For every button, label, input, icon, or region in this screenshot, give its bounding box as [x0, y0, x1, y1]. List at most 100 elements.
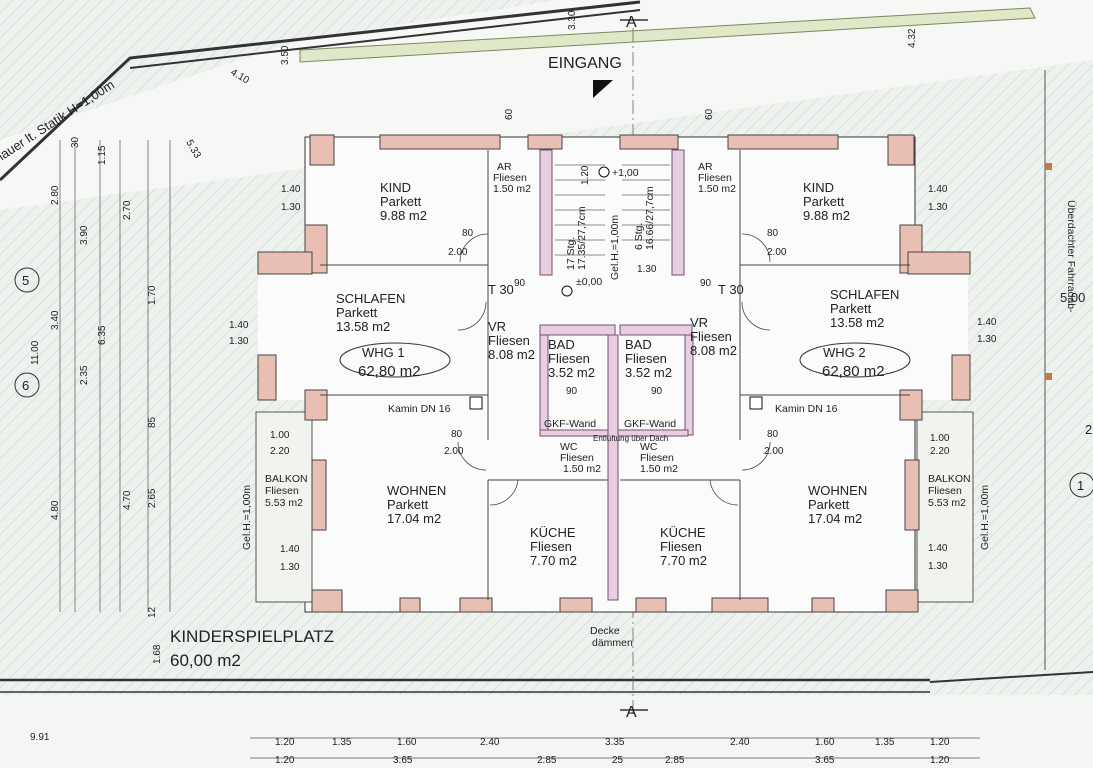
dim-top-3-50: 3.50: [280, 45, 291, 65]
dim-80-b: 80: [767, 228, 779, 239]
axis-1-circle: [1069, 472, 1093, 498]
dim-4-80-left: 4.80: [50, 500, 61, 520]
dim-1-30-a: 1.30: [281, 202, 301, 213]
dim-bottom-1-35-b: 1.35: [875, 737, 895, 748]
whg1-bad-floor: Fliesen: [548, 351, 590, 366]
ceiling-note-1: Decke: [590, 625, 620, 637]
dim-1-00-a: 1.00: [270, 430, 290, 441]
dim-bottom-3-35: 3.35: [605, 737, 625, 748]
playground-area: 60,00 m2: [170, 651, 241, 670]
dim-2-00-d: 2.00: [764, 446, 784, 457]
dim-1-70-left: 1.70: [147, 285, 158, 305]
apartment-2: KIND Parkett 9.88 m2 AR Fliesen 1.50 m2 …: [624, 161, 991, 568]
whg2-balkon-area: 5.53 m2: [928, 497, 966, 509]
distance-5-00: 5.00: [1060, 290, 1085, 305]
dim-3-40-left: 3.40: [50, 310, 61, 330]
whg2-schlafen-name: SCHLAFEN: [830, 287, 899, 302]
whg2-bad-name: BAD: [625, 337, 652, 352]
whg1-vr-area: 8.08 m2: [488, 347, 535, 362]
dim-bottom-2-85-b: 2.85: [665, 755, 685, 766]
whg2-kueche-area: 7.70 m2: [660, 553, 707, 568]
dim-3-90-left: 3.90: [79, 225, 90, 245]
dim-1-40-c: 1.40: [229, 320, 249, 331]
section-marker-top: A: [626, 14, 637, 31]
whg2-bad-area: 3.52 m2: [625, 365, 672, 380]
dim-bottom-1-20-b: 1.20: [930, 737, 950, 748]
level-marker-top: [598, 166, 610, 178]
dim-bottom-2-40-b: 2.40: [730, 737, 750, 748]
property-wall-inner: [129, 9, 641, 69]
stair-left-ratio: 17.35/27,7cm: [576, 206, 588, 270]
axis-1-label: 1: [1077, 478, 1084, 493]
hedge-strip: [299, 7, 1036, 63]
whg2-balkon-floor: Fliesen: [928, 485, 962, 497]
stair-level-top: +1,00: [612, 167, 639, 179]
whg1-ar-floor: Fliesen: [493, 172, 527, 184]
dim-1-40-d: 1.40: [977, 317, 997, 328]
apartment-1: KIND Parkett 9.88 m2 AR Fliesen 1.50 m2 …: [241, 161, 601, 568]
dim-2-35-left: 2.35: [79, 365, 90, 385]
dim-top-4-32: 4.32: [907, 28, 918, 48]
whg2-vr-name: VR: [690, 315, 708, 330]
dim-1-30-e: 1.30: [280, 562, 300, 573]
dim-2-20-b: 2.20: [930, 446, 950, 457]
whg1-vr-floor: Fliesen: [488, 333, 530, 348]
whg2-kind-area: 9.88 m2: [803, 208, 850, 223]
dim-1-40-b: 1.40: [928, 184, 948, 195]
whg1-area: 62,80 m2: [358, 363, 421, 380]
dim-1-30-b: 1.30: [928, 202, 948, 213]
whg2-kind-floor: Parkett: [803, 194, 845, 209]
dim-6-35-left: 6.35: [97, 325, 108, 345]
whg1-gkf: GKF-Wand: [544, 418, 596, 430]
whg2-wc-area: 1.50 m2: [640, 463, 678, 475]
dim-2-00-c: 2.00: [444, 446, 464, 457]
dim-1-15-left: 1.15: [97, 145, 108, 165]
dim-90-a: 90: [514, 278, 526, 289]
whg2-schlafen-area: 13.58 m2: [830, 315, 884, 330]
dim-80-a: 80: [462, 228, 474, 239]
level-marker-main: [561, 285, 573, 297]
whg1-kueche-floor: Fliesen: [530, 539, 572, 554]
dim-bottom-1-20-c: 1.20: [275, 755, 295, 766]
chimney-right: [749, 396, 763, 410]
whg1-balkon-floor: Fliesen: [265, 485, 299, 497]
vent-note: Entlüftung über Dach: [593, 434, 668, 443]
whg2-area: 62,80 m2: [822, 363, 885, 380]
dim-bottom-1-20-a: 1.20: [275, 737, 295, 748]
dim-90-d: 90: [651, 386, 663, 397]
whg1-schlafen-area: 13.58 m2: [336, 319, 390, 334]
property-wall: [0, 0, 641, 182]
stair-right-ratio: 16.66/27,7cm: [644, 186, 656, 250]
axis-5-circle: [14, 267, 40, 293]
dim-bottom-1-68: 1.68: [152, 644, 163, 664]
dim-diag-5-33: 5.33: [183, 138, 202, 161]
dim-bottom-25: 25: [612, 755, 624, 766]
stairwell: 17 Stg. 17.35/27,7cm 6 Stg. 16.66/27,7cm…: [565, 165, 657, 288]
ceiling-note-2: dämmen: [592, 637, 633, 649]
whg2-wc-floor: Fliesen: [640, 452, 674, 464]
bike-shelter-label: Überdachter Fahrradab-: [1065, 200, 1077, 313]
whg2-kueche-name: KÜCHE: [660, 525, 706, 540]
dim-90-c: 90: [566, 386, 578, 397]
dim-1-40-f: 1.40: [928, 543, 948, 554]
whg2-kamin: Kamin DN 16: [775, 403, 838, 415]
stair-level-main: ±0,00: [576, 276, 602, 288]
dim-60-b: 60: [704, 108, 715, 120]
whg2-wohnen-floor: Parkett: [808, 497, 850, 512]
dim-2-20-a: 2.20: [270, 446, 290, 457]
whg1-kind-area: 9.88 m2: [380, 208, 427, 223]
whg2-schlafen-floor: Parkett: [830, 301, 872, 316]
dim-80-c: 80: [451, 429, 463, 440]
whg2-kueche-floor: Fliesen: [660, 539, 702, 554]
whg2-kind-name: KIND: [803, 180, 834, 195]
dim-1-40-a: 1.40: [281, 184, 301, 195]
whg2-oval: [799, 342, 911, 378]
stair-left-steps: 17 Stg.: [565, 237, 577, 270]
whg2-ar-floor: Fliesen: [698, 172, 732, 184]
dim-2-70-left: 2.70: [122, 200, 133, 220]
dim-bottom-1-60-b: 1.60: [815, 737, 835, 748]
whg1-oval: [339, 342, 451, 378]
dim-bottom-1-35-a: 1.35: [332, 737, 352, 748]
dim-2-80-left: 2.80: [50, 185, 61, 205]
